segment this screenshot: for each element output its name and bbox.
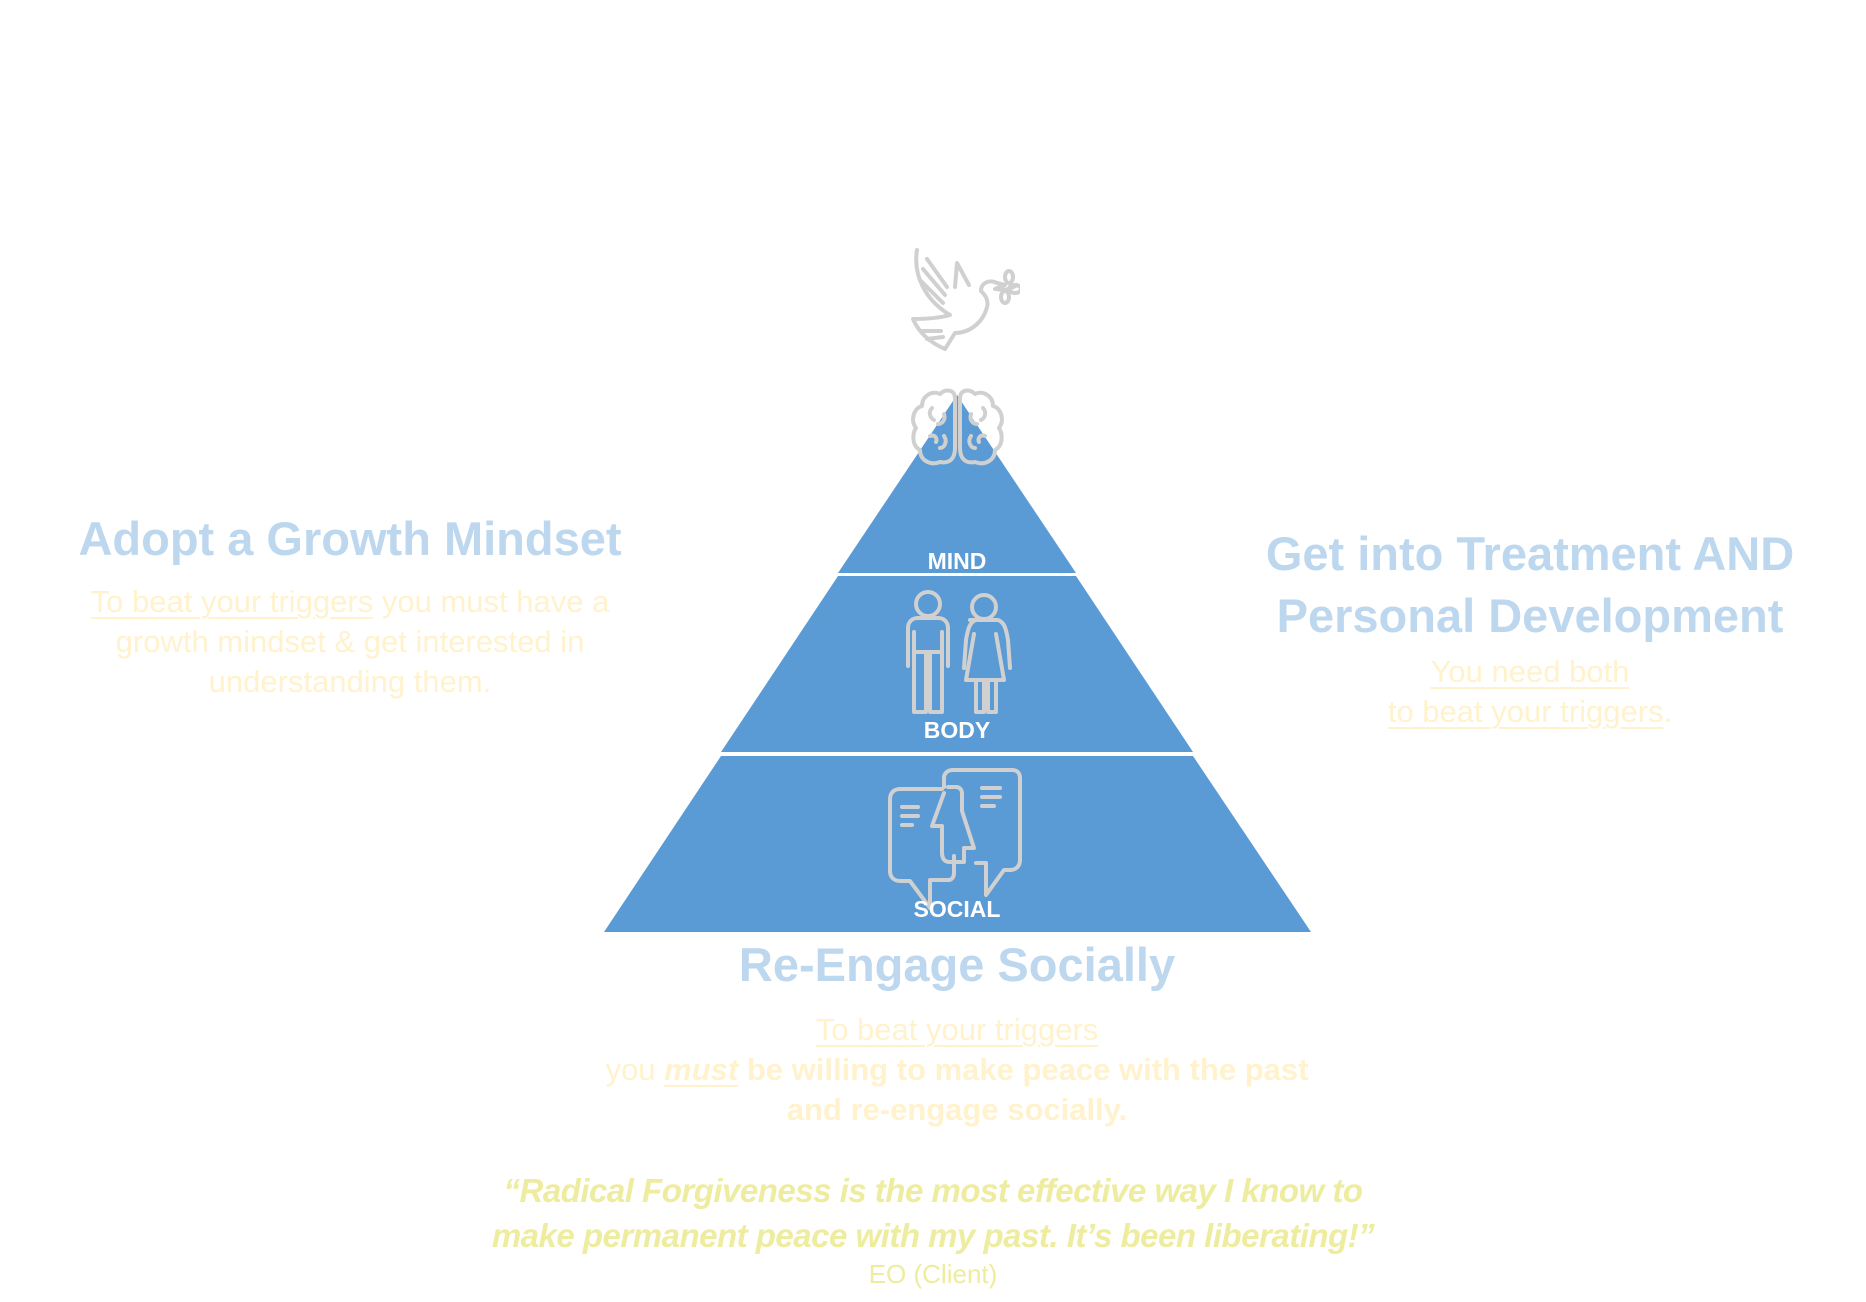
right-text-line1: You need both	[1430, 654, 1630, 689]
testimonial-attribution: EO (Client)	[868, 1259, 998, 1289]
tier-label-body: BODY	[924, 717, 990, 743]
bottom-text-you: you	[605, 1052, 665, 1087]
tier-label-mind: MIND	[928, 548, 987, 574]
tier-label-social: SOCIAL	[914, 896, 1001, 922]
quote-line2: make permanent peace with my past. It’s …	[491, 1217, 1375, 1254]
bottom-text-line1: To beat your triggers	[815, 1012, 1099, 1047]
left-heading: Adopt a Growth Mindset	[78, 512, 622, 565]
speech-bubbles-faces-icon	[888, 768, 1022, 910]
pyramid-tier-social	[604, 756, 1311, 932]
quote-line1: “Radical Forgiveness is the most effecti…	[503, 1172, 1363, 1209]
left-text-line2: growth mindset & get interested in	[115, 624, 585, 659]
right-heading-line1: Get into Treatment AND	[1265, 527, 1795, 580]
dove-icon	[911, 248, 1020, 351]
pyramid-tier-body	[721, 576, 1193, 752]
pyramid-tier-mind	[838, 395, 1076, 573]
bottom-text-must: must	[664, 1052, 739, 1087]
brain-icon	[911, 388, 1004, 466]
testimonial-quote: “Radical Forgiveness is the most effecti…	[433, 1168, 1433, 1258]
bottom-text-line3: and re-engage socially.	[786, 1092, 1128, 1127]
bottom-body-text: To beat your triggers you must be willin…	[457, 1010, 1457, 1130]
right-body-text: You need both to beat your triggers.	[1230, 652, 1830, 732]
bottom-text-line2-rest: be willing to make peace with the past	[738, 1052, 1309, 1087]
left-text-line1-rest: you must have a	[373, 584, 610, 619]
right-text-line2: to beat your triggers	[1387, 694, 1664, 729]
left-body-text: To beat your triggers you must have a gr…	[50, 582, 650, 702]
man-and-woman-icon	[906, 590, 1012, 714]
right-heading: Get into Treatment AND Personal Developm…	[1230, 523, 1830, 647]
bottom-heading: Re-Engage Socially	[738, 938, 1176, 991]
right-heading-line2: Personal Development	[1276, 589, 1784, 642]
left-text-underlined: To beat your triggers	[90, 584, 374, 619]
right-text-line2-end: .	[1663, 694, 1673, 729]
left-text-line3: understanding them.	[208, 664, 492, 699]
